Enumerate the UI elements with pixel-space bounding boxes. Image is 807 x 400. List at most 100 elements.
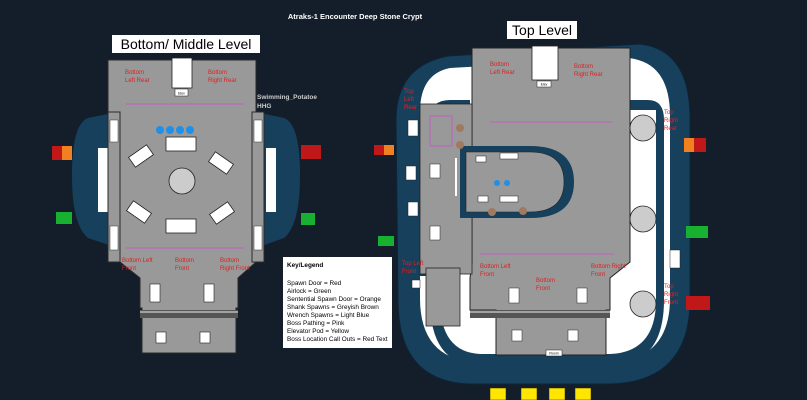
bottom-callout-front: Bottom Front: [175, 258, 194, 272]
top-airlock-right: [686, 226, 708, 238]
legend-item: Sentential Spawn Door = Orange: [287, 296, 381, 303]
legend-item: Spawn Door = Red: [287, 280, 342, 287]
bottom-right-ring-bar: [266, 148, 276, 212]
svg-text:Top: Top: [664, 284, 674, 290]
bottom-right-platform: [251, 111, 265, 263]
bottom-front-box-4: [199, 331, 211, 344]
top-right-cylinder-1: [629, 114, 657, 142]
legend-title: Key/Legend: [287, 262, 323, 269]
top-spawn-door-right: [694, 138, 706, 152]
top-spawn-door-right-lower: [686, 296, 710, 310]
top-elevator-tag-box: [536, 80, 552, 88]
map-title: Atraks-1 Encounter Deep Stone Crypt: [288, 12, 423, 21]
top-right-cylinder-3: [629, 290, 657, 318]
bottom-front-box-3: [155, 331, 167, 344]
svg-text:Bottom: Bottom: [220, 258, 239, 264]
bottom-center-bench-bottom: [165, 218, 197, 234]
svg-text:Bottom: Bottom: [208, 70, 227, 76]
legend-item: Boss Location Call Outs = Red Text: [287, 336, 388, 343]
legend-item: Wrench Spawns = Light Blue: [287, 312, 370, 319]
legend-item: Elevator Pod = Yellow: [287, 328, 349, 335]
legend-item: Airlock = Green: [287, 288, 332, 295]
credit-group: HHG: [257, 103, 271, 110]
legend-item: Boss Pathing = Pink: [287, 320, 345, 327]
top-level-heading: Top Level: [512, 22, 572, 38]
bottom-pillar-nw: [127, 144, 155, 168]
bottom-spawn-door-right: [301, 145, 321, 159]
svg-text:Front: Front: [664, 300, 678, 306]
top-callout-top-right-front: Top Right Front: [664, 284, 678, 306]
bottom-level-heading-box: [112, 35, 260, 53]
top-callout-top-left-front: Top Left Front: [402, 261, 424, 275]
top-right-cylinder-2: [629, 205, 657, 233]
bottom-elevator-tag-box: [174, 88, 189, 97]
top-callout-bottom-left-front: Bottom Left Front: [480, 264, 511, 278]
bottom-callout-left-front: Bottom Left Front: [122, 258, 153, 272]
svg-text:Bottom Right: Bottom Right: [591, 264, 626, 270]
svg-text:Right Rear: Right Rear: [574, 72, 603, 78]
top-left-lower-block: [425, 267, 461, 327]
bottom-level-heading: Bottom/ Middle Level: [121, 36, 252, 52]
bottom-callout-right-rear: Bottom Right Rear: [208, 70, 237, 84]
bottom-pillar-ne: [207, 151, 235, 175]
bottom-front-box-1: [149, 283, 161, 303]
bottom-right-step-bottom: [253, 225, 263, 251]
bottom-left-step-bottom: [109, 225, 119, 251]
svg-text:Top: Top: [664, 110, 674, 116]
svg-text:Front: Front: [175, 266, 189, 272]
svg-text:Front: Front: [402, 269, 416, 275]
bottom-sentinel-door-left: [62, 146, 72, 160]
bottom-pillar-se: [208, 201, 236, 225]
svg-text:Rear: Rear: [404, 105, 417, 111]
elevator-pods: [489, 387, 592, 400]
top-callout-bottom-front: Bottom Front: [536, 278, 555, 292]
svg-text:Front: Front: [536, 286, 550, 292]
svg-text:Right Rear: Right Rear: [208, 78, 237, 84]
bottom-center-bench-top: [165, 136, 197, 152]
bottom-elevator: [171, 57, 193, 89]
legend-item: Shank Spawns = Greyish Brown: [287, 304, 379, 311]
top-callout-top-left-rear: Top Left Rear: [404, 89, 417, 111]
bottom-left-ring-bar: [98, 148, 108, 212]
svg-text:Bottom: Bottom: [536, 278, 555, 284]
legend-box: [283, 257, 392, 348]
top-floor-strip: [470, 310, 610, 318]
top-boss-path-box: [429, 115, 453, 147]
top-spawn-door-left: [374, 145, 384, 155]
bottom-center-plate: [168, 167, 196, 195]
top-level-map: Top Level Elev Room: [374, 21, 710, 400]
top-shank-spawns: [456, 124, 527, 216]
svg-text:Top: Top: [404, 89, 414, 95]
svg-text:Bottom: Bottom: [490, 62, 509, 68]
svg-text:Right: Right: [664, 118, 678, 124]
top-wrench-spawns: [494, 180, 510, 186]
top-callout-top-right-rear: Top Right Rear: [664, 110, 678, 132]
top-airlock-left: [378, 236, 394, 246]
svg-text:Bottom: Bottom: [125, 70, 144, 76]
top-elevator-tag: Elev: [541, 83, 548, 87]
svg-text:Bottom Left: Bottom Left: [480, 264, 511, 270]
svg-text:Bottom: Bottom: [175, 258, 194, 264]
credit-name: Swimming_Potatoe: [257, 94, 317, 101]
top-level-heading-box: [507, 21, 577, 39]
svg-text:Front: Front: [122, 266, 136, 272]
bottom-right-step-top: [253, 119, 263, 143]
bottom-left-step-top: [109, 119, 119, 143]
svg-text:Front: Front: [480, 272, 494, 278]
top-elevator: [531, 45, 559, 81]
svg-text:Front: Front: [591, 272, 605, 278]
top-callout-bottom-right-front: Bottom Right Front: [591, 264, 626, 278]
top-exit-tag-box: [545, 349, 563, 357]
svg-text:Rear: Rear: [664, 126, 677, 132]
svg-text:Bottom Left: Bottom Left: [122, 258, 153, 264]
top-sentinel-door-left: [384, 145, 394, 155]
bottom-front-box-2: [203, 283, 215, 303]
top-crates: [405, 119, 681, 342]
bottom-floor-strip: [140, 310, 238, 318]
svg-text:Right: Right: [664, 292, 678, 298]
bottom-left-ring: [72, 112, 118, 248]
bottom-airlock-left: [56, 212, 72, 224]
bottom-right-ring: [256, 112, 300, 248]
top-sentinel-door-right: [684, 138, 694, 152]
